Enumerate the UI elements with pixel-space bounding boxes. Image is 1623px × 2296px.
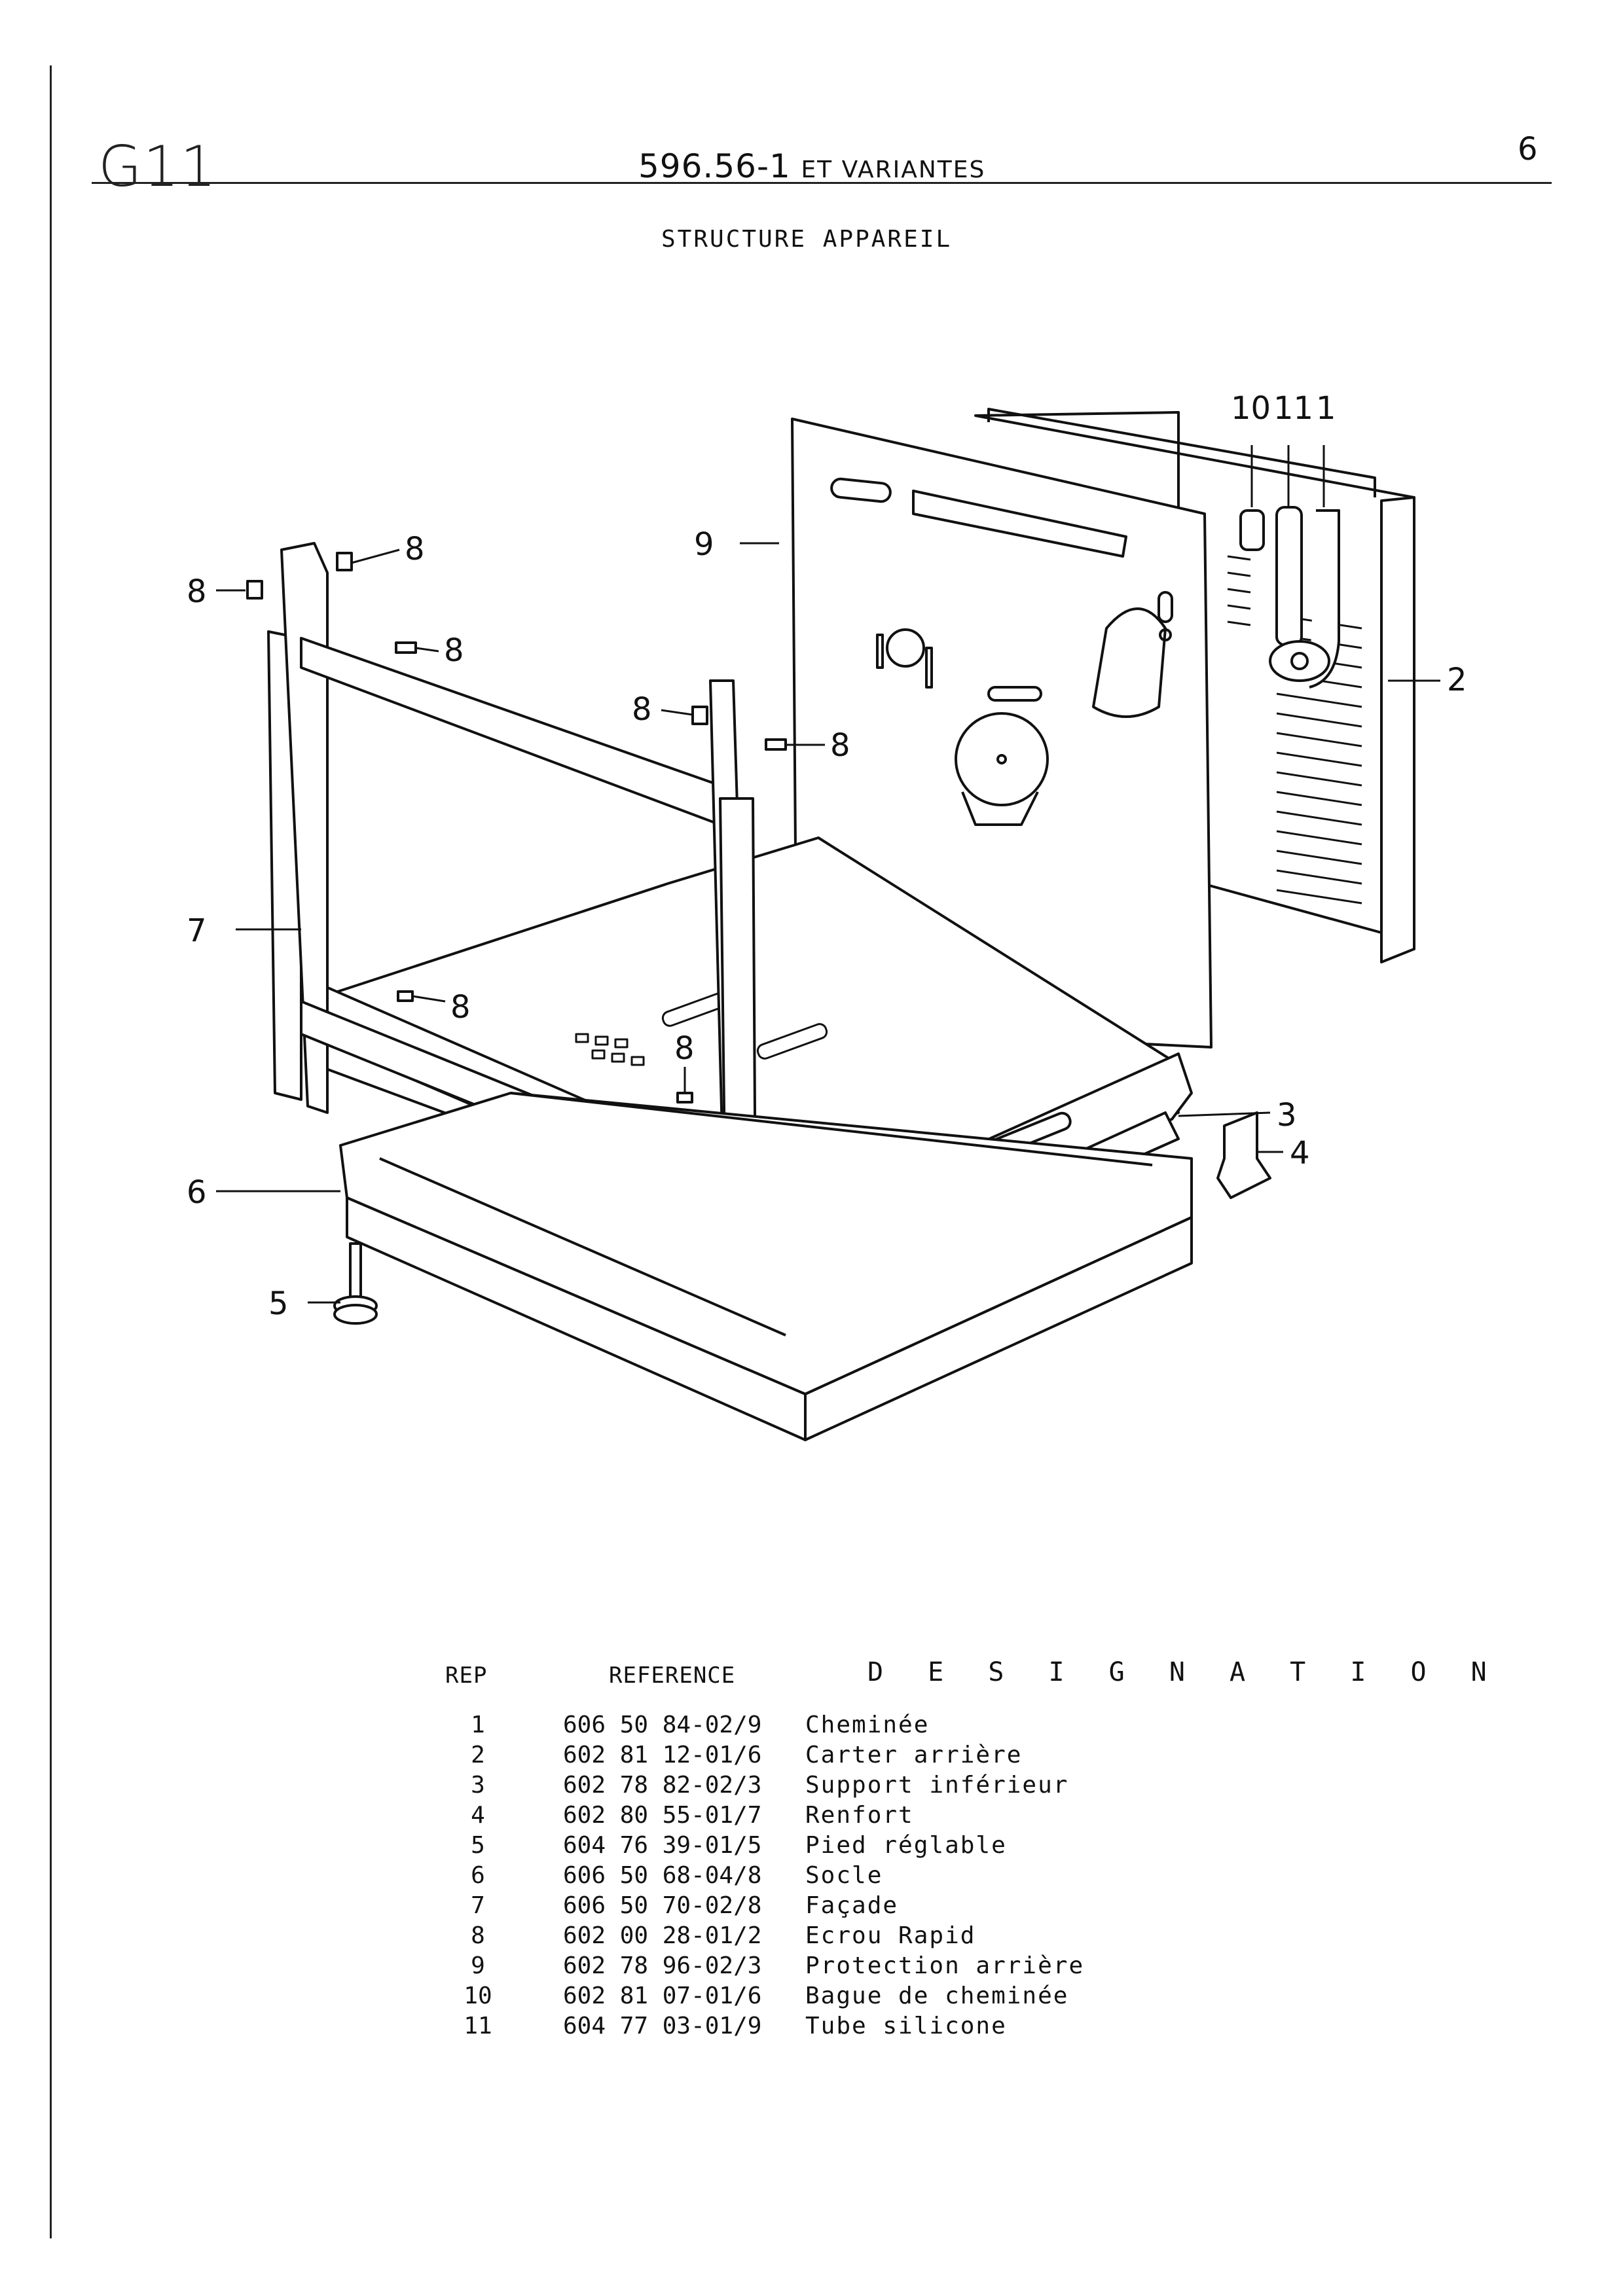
reference-cell: 602 78 96-02/3 [563, 1952, 762, 1979]
column-header-rep: REP [445, 1662, 488, 1689]
reference-cell: 602 00 28-01/2 [563, 1922, 762, 1949]
designation-cell: Bague de cheminée [805, 1982, 1069, 2009]
callout: 8 [632, 691, 652, 728]
rep-cell: 1 [471, 1712, 485, 1738]
designation-cell: Carter arrière [805, 1742, 1023, 1768]
rep-cell: 8 [471, 1922, 485, 1949]
page-subtitle: STRUCTURE APPAREIL [661, 226, 953, 253]
reference-cell: 604 77 03-01/9 [563, 2013, 762, 2039]
table-row: 6 606 50 68-04/8 Socle [406, 1862, 1084, 1892]
table-row: 5 604 76 39-01/5 Pied réglable [406, 1832, 1084, 1862]
table-row: 3 602 78 82-02/3 Support inférieur [406, 1772, 1084, 1802]
reference-cell: 602 81 12-01/6 [563, 1742, 762, 1768]
callout: 8 [674, 1030, 695, 1067]
callout: 5 [268, 1285, 289, 1322]
rep-cell: 10 [464, 1982, 492, 2009]
reference-cell: 606 50 68-04/8 [563, 1862, 762, 1889]
column-header-designation: D E S I G N A T I O N [867, 1657, 1501, 1687]
callout: 8 [405, 531, 425, 567]
designation-cell: Tube silicone [805, 2013, 1007, 2039]
callout: 6 [187, 1174, 207, 1211]
column-header-reference: REFERENCE [609, 1662, 736, 1689]
rep-cell: 5 [471, 1832, 485, 1859]
designation-cell: Pied réglable [805, 1832, 1007, 1859]
table-row: 10 602 81 07-01/6 Bague de cheminée [406, 1982, 1084, 2013]
callout: 7 [187, 912, 207, 949]
rep-cell: 7 [471, 1892, 485, 1919]
title-number: 596.56-1 [638, 147, 791, 185]
reference-cell: 604 76 39-01/5 [563, 1832, 762, 1859]
parts-table: 1 606 50 84-02/9 Cheminée 2 602 81 12-01/6 C… [406, 1712, 1084, 2043]
designation-cell: Façade [805, 1892, 899, 1919]
table-row: 9 602 78 96-02/3 Protection arrière [406, 1952, 1084, 1982]
callout: 11 [1273, 390, 1313, 427]
designation-cell: Socle [805, 1862, 883, 1889]
header-rule [92, 182, 1552, 184]
reinforcement-part [1216, 1111, 1271, 1199]
chimney-parts [1239, 506, 1340, 689]
leader-lines [216, 445, 1440, 1304]
rep-cell: 4 [471, 1802, 485, 1829]
document-title: 596.56-1 ET VARIANTES [638, 147, 985, 185]
reference-cell: 602 81 07-01/6 [563, 1982, 762, 2009]
callout: 8 [450, 989, 471, 1026]
reference-cell: 602 78 82-02/3 [563, 1772, 762, 1799]
callout: 8 [187, 573, 207, 610]
page-number: 6 [1518, 131, 1538, 168]
callout: 2 [1447, 662, 1467, 698]
designation-cell: Renfort [805, 1802, 914, 1829]
rep-cell: 3 [471, 1772, 485, 1799]
reference-cell: 602 80 55-01/7 [563, 1802, 762, 1829]
callout: 4 [1290, 1135, 1310, 1172]
table-row: 1 606 50 84-02/9 Cheminée [406, 1712, 1084, 1742]
table-row: 7 606 50 70-02/8 Façade [406, 1892, 1084, 1922]
catalog-code: G11 [98, 134, 218, 200]
designation-cell: Ecrou Rapid [805, 1922, 976, 1949]
callout: 8 [444, 632, 464, 669]
callout: 1 [1316, 390, 1336, 427]
callout: 9 [694, 526, 714, 563]
reference-cell: 606 50 84-02/9 [563, 1712, 762, 1738]
binding-margin-line [50, 65, 52, 2238]
title-suffix: ET VARIANTES [801, 156, 986, 183]
rep-cell: 6 [471, 1862, 485, 1889]
exploded-view-diagram: 10 11 1 9 8 8 8 8 8 8 8 8 2 7 3 4 6 5 [187, 390, 1467, 1441]
reference-cell: 606 50 70-02/8 [563, 1892, 762, 1919]
table-row: 11 604 77 03-01/9 Tube silicone [406, 2013, 1084, 2043]
table-row: 8 602 00 28-01/2 Ecrou Rapid [406, 1922, 1084, 1952]
callout: 3 [1277, 1097, 1297, 1134]
rep-cell: 11 [464, 2013, 492, 2039]
callout: 8 [830, 727, 850, 764]
callout: 10 [1231, 390, 1271, 427]
designation-cell: Cheminée [805, 1712, 930, 1738]
designation-cell: Protection arrière [805, 1952, 1085, 1979]
designation-cell: Support inférieur [805, 1772, 1069, 1799]
rep-cell: 9 [471, 1952, 485, 1979]
table-row: 4 602 80 55-01/7 Renfort [406, 1802, 1084, 1832]
rep-cell: 2 [471, 1742, 485, 1768]
socle-part [339, 1092, 1193, 1441]
callout-labels: 10 11 1 9 8 8 8 8 8 8 8 8 2 7 3 4 6 5 [187, 390, 1467, 1322]
table-row: 2 602 81 12-01/6 Carter arrière [406, 1742, 1084, 1772]
adjustable-foot-part [333, 1242, 378, 1325]
